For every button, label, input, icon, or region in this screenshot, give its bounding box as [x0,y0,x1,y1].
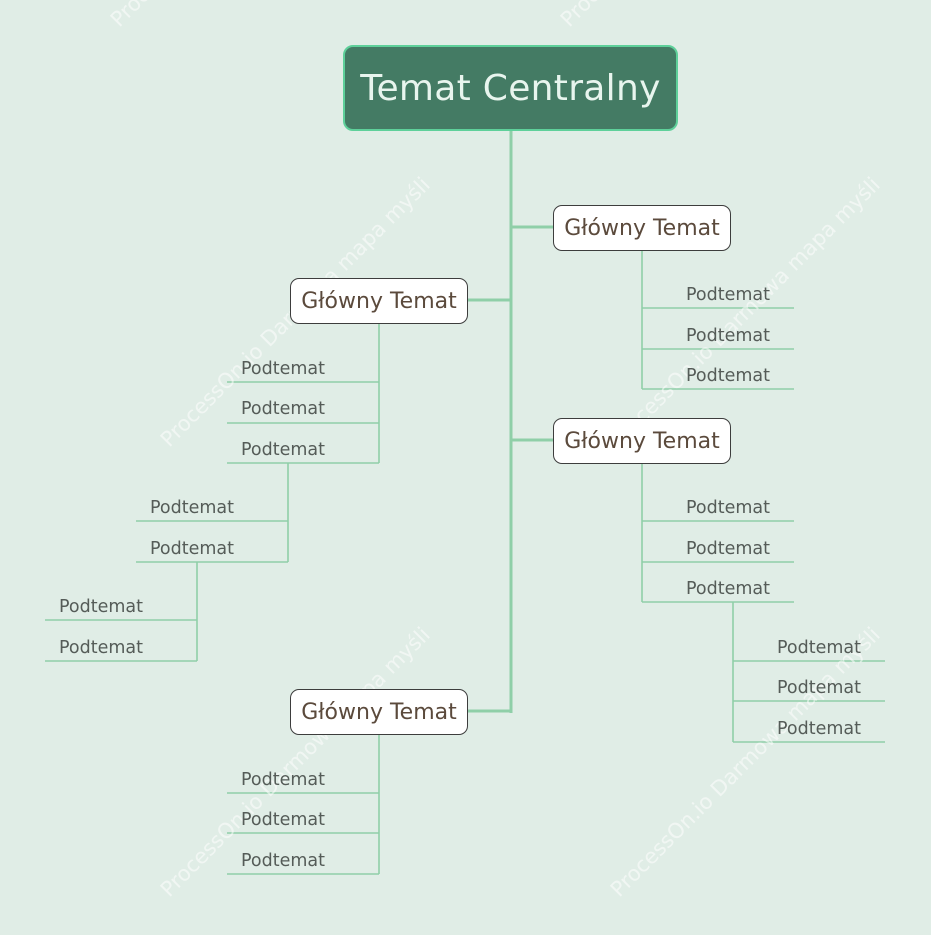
central-topic[interactable]: Temat Centralny [343,45,678,131]
subtopic[interactable]: Podtemat [777,719,862,739]
main-topic-top-right[interactable]: Główny Temat [553,205,731,251]
subtopic[interactable]: Podtemat [686,366,771,386]
subtopic[interactable]: Podtemat [777,678,862,698]
main-topic-bottom-left[interactable]: Główny Temat [290,689,468,735]
subtopic[interactable]: Podtemat [150,539,235,559]
subtopic[interactable]: Podtemat [686,579,771,599]
subtopic[interactable]: Podtemat [59,597,144,617]
subtopic[interactable]: Podtemat [241,440,326,460]
subtopic[interactable]: Podtemat [686,326,771,346]
subtopic[interactable]: Podtemat [241,399,326,419]
subtopic[interactable]: Podtemat [686,539,771,559]
main-topic-top-left[interactable]: Główny Temat [290,278,468,324]
subtopic[interactable]: Podtemat [777,638,862,658]
subtopic[interactable]: Podtemat [59,638,144,658]
main-topic-bottom-right[interactable]: Główny Temat [553,418,731,464]
subtopic[interactable]: Podtemat [241,770,326,790]
subtopic[interactable]: Podtemat [241,851,326,871]
subtopic[interactable]: Podtemat [241,359,326,379]
subtopic[interactable]: Podtemat [686,498,771,518]
subtopic[interactable]: Podtemat [150,498,235,518]
subtopic[interactable]: Podtemat [241,810,326,830]
subtopic[interactable]: Podtemat [686,285,771,305]
